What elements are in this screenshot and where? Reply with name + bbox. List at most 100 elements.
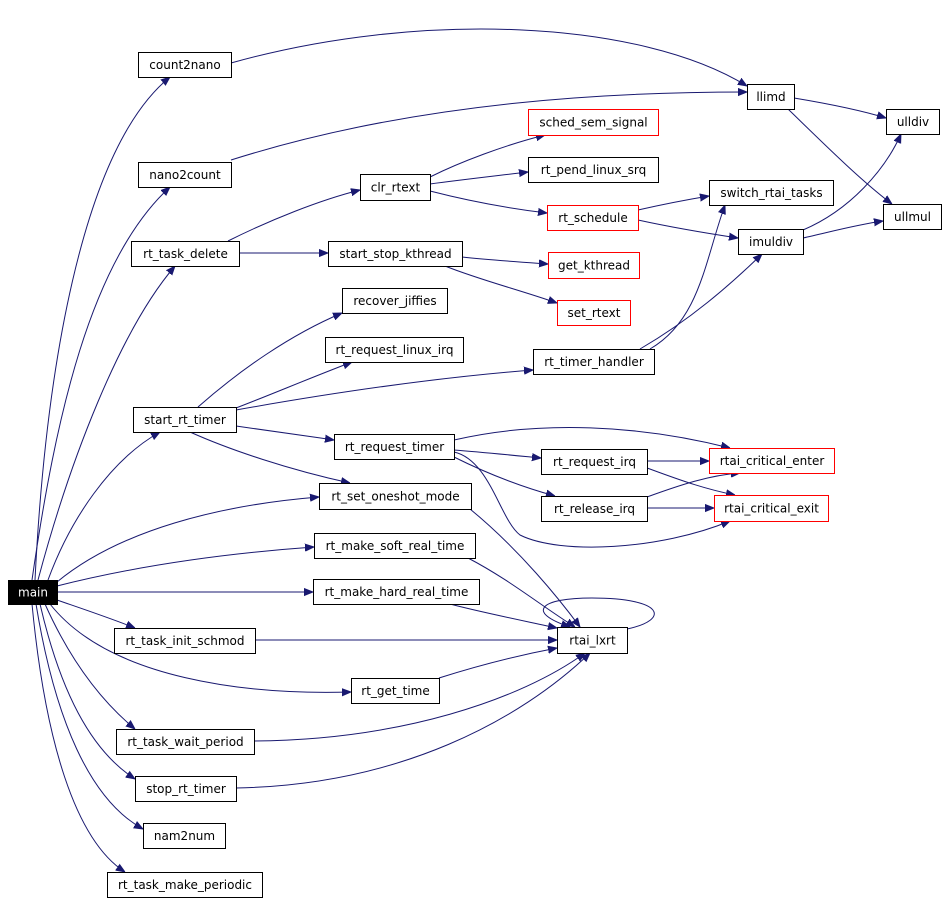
node-box[interactable]	[116, 729, 255, 755]
node-get-kthread[interactable]: get_kthread	[548, 252, 640, 279]
node-rt-get-time[interactable]: rt_get_time	[351, 678, 440, 704]
node-box[interactable]	[107, 872, 263, 898]
node-rt-make-soft-real-time[interactable]: rt_make_soft_real_time	[314, 533, 476, 559]
node-nano2count[interactable]: nano2count	[138, 162, 232, 188]
node-label: count2nano	[149, 58, 220, 72]
node-box[interactable]	[714, 495, 829, 522]
node-box[interactable]	[314, 533, 476, 559]
node-label: switch_rtai_tasks	[720, 186, 822, 200]
node-box[interactable]	[547, 205, 639, 231]
edge-imuldiv-to-ulldiv	[802, 134, 901, 231]
edge-clr-rtext-to-rt-schedule	[429, 190, 547, 213]
node-rt-request-timer[interactable]: rt_request_timer	[334, 434, 455, 460]
node-rt-make-hard-real-time[interactable]: rt_make_hard_real_time	[313, 579, 480, 605]
edge-main-to-stop-rt-timer	[39, 603, 135, 779]
node-box[interactable]	[360, 174, 431, 201]
node-label: stop_rt_timer	[146, 782, 226, 796]
node-box[interactable]	[8, 580, 58, 605]
node-box[interactable]	[138, 162, 232, 188]
node-sched-sem-signal[interactable]: sched_sem_signal	[528, 109, 659, 136]
edge-rt-get-time-to-rtai-lxrt	[438, 648, 557, 679]
node-box[interactable]	[557, 300, 631, 326]
node-rt-release-irq[interactable]: rt_release_irq	[541, 496, 648, 522]
node-rt-schedule[interactable]: rt_schedule	[547, 205, 639, 231]
node-nam2num[interactable]: nam2num	[143, 823, 226, 849]
node-box[interactable]	[313, 579, 480, 605]
node-set-rtext[interactable]: set_rtext	[557, 300, 631, 326]
node-box[interactable]	[709, 448, 835, 474]
node-label: rt_request_linux_irq	[336, 343, 454, 357]
node-rt-pend-linux-srq[interactable]: rt_pend_linux_srq	[528, 157, 659, 183]
node-box[interactable]	[138, 52, 232, 78]
edge-start-stop-kthread-to-get-kthread	[461, 256, 548, 264]
node-rt-timer-handler[interactable]: rt_timer_handler	[533, 349, 655, 375]
node-box[interactable]	[351, 678, 440, 704]
node-box[interactable]	[334, 434, 455, 460]
edge-main-to-start-rt-timer	[47, 432, 160, 581]
node-clr-rtext[interactable]: clr_rtext	[360, 174, 431, 201]
node-rt-task-make-periodic[interactable]: rt_task_make_periodic	[107, 872, 263, 898]
node-box[interactable]	[528, 157, 659, 183]
edge-main-to-rt-get-time	[49, 603, 351, 692]
edge-rt-set-oneshot-mode-to-rtai-lxrt	[469, 508, 580, 627]
node-rtai-lxrt[interactable]: rtai_lxrt	[557, 627, 628, 654]
node-box[interactable]	[528, 109, 659, 136]
node-rt-set-oneshot-mode[interactable]: rt_set_oneshot_mode	[319, 483, 472, 510]
node-box[interactable]	[541, 449, 648, 475]
edge-main-to-rt-task-init-schmod	[56, 599, 135, 629]
node-box[interactable]	[135, 776, 237, 802]
node-ulldiv[interactable]: ulldiv	[886, 109, 940, 135]
node-box[interactable]	[709, 180, 834, 206]
node-box[interactable]	[342, 288, 448, 314]
node-rt-task-delete[interactable]: rt_task_delete	[131, 241, 240, 267]
node-label: get_kthread	[558, 259, 630, 273]
node-label: imuldiv	[749, 235, 793, 249]
node-box[interactable]	[557, 627, 628, 654]
node-ullmul[interactable]: ullmul	[883, 204, 942, 230]
node-box[interactable]	[747, 84, 795, 110]
node-llimd[interactable]: llimd	[747, 84, 795, 110]
edges-layer	[31, 28, 901, 872]
node-start-rt-timer[interactable]: start_rt_timer	[133, 407, 237, 433]
nodes-layer: maincount2nanonano2countrt_task_deletest…	[8, 52, 942, 898]
node-label: rt_request_timer	[345, 440, 444, 454]
node-rt-request-linux-irq[interactable]: rt_request_linux_irq	[325, 337, 464, 363]
node-box[interactable]	[131, 241, 240, 267]
node-rtai-critical-enter[interactable]: rtai_critical_enter	[709, 448, 835, 474]
node-box[interactable]	[883, 204, 942, 230]
node-box[interactable]	[114, 628, 256, 654]
edge-rt-schedule-to-switch-rtai-tasks	[637, 196, 709, 211]
node-box[interactable]	[541, 496, 648, 522]
node-label: nano2count	[149, 168, 221, 182]
node-main[interactable]: main	[8, 580, 58, 605]
edge-start-rt-timer-to-rt-request-linux-irq	[235, 362, 352, 409]
edge-rt-request-timer-to-rt-release-irq	[453, 456, 555, 496]
node-label: rtai_lxrt	[569, 634, 616, 648]
node-box[interactable]	[133, 407, 237, 433]
node-switch-rtai-tasks[interactable]: switch_rtai_tasks	[709, 180, 834, 206]
node-label: rt_pend_linux_srq	[541, 163, 646, 177]
node-rt-task-wait-period[interactable]: rt_task_wait_period	[116, 729, 255, 755]
node-box[interactable]	[738, 229, 804, 255]
edge-main-to-nano2count	[31, 187, 170, 581]
node-count2nano[interactable]: count2nano	[138, 52, 232, 78]
node-box[interactable]	[319, 483, 472, 510]
node-rtai-critical-exit[interactable]: rtai_critical_exit	[714, 495, 829, 522]
node-box[interactable]	[548, 252, 640, 279]
node-rt-request-irq[interactable]: rt_request_irq	[541, 449, 648, 475]
node-box[interactable]	[886, 109, 940, 135]
node-recover-jiffies[interactable]: recover_jiffies	[342, 288, 448, 314]
node-rt-task-init-schmod[interactable]: rt_task_init_schmod	[114, 628, 256, 654]
node-box[interactable]	[143, 823, 226, 849]
edge-stop-rt-timer-to-rtai-lxrt	[235, 653, 590, 789]
node-imuldiv[interactable]: imuldiv	[738, 229, 804, 255]
edge-llimd-to-ulldiv	[793, 97, 886, 118]
edge-start-stop-kthread-to-set-rtext	[444, 265, 557, 303]
node-start-stop-kthread[interactable]: start_stop_kthread	[328, 241, 463, 267]
node-stop-rt-timer[interactable]: stop_rt_timer	[135, 776, 237, 802]
node-box[interactable]	[325, 337, 464, 363]
node-box[interactable]	[328, 241, 463, 267]
node-box[interactable]	[533, 349, 655, 375]
node-label: rt_release_irq	[554, 502, 635, 516]
